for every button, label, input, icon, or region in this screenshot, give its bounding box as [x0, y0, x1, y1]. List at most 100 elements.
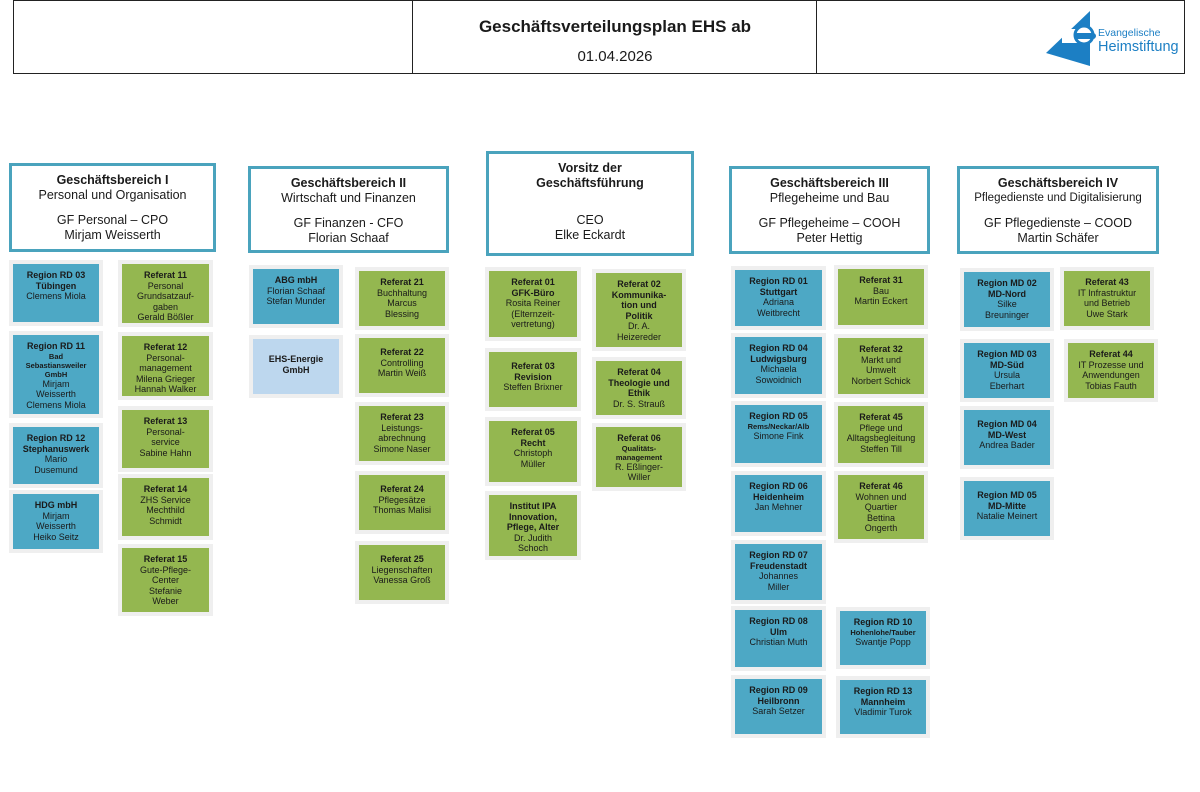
unit-desc: vertretung): [511, 319, 555, 329]
unit-person: Christoph: [513, 448, 553, 458]
header-divider: [412, 1, 414, 73]
head-gb4: Geschäftsbereich IV Pflegedienste und Di…: [957, 166, 1159, 254]
unit-title: Region MD 05: [977, 490, 1037, 500]
unit-person: Silke: [997, 299, 1017, 309]
unit-title: Referat 04: [617, 367, 661, 377]
unit-title: Region RD 10: [853, 617, 913, 627]
unit-desc: Grundsatzauf-: [136, 291, 195, 301]
unit-title: Institut IPA: [509, 501, 557, 511]
unit-referat-04: Referat 04 Theologie und Ethik Dr. S. St…: [596, 361, 682, 415]
unit-person: Dr. S. Strauß: [612, 398, 665, 409]
head-person: Peter Hettig: [796, 231, 863, 245]
head-title: Vorsitz der: [558, 161, 622, 175]
head-role: CEO: [576, 213, 604, 227]
unit-region-rd03: Region RD 03 Tübingen Clemens Miola: [13, 264, 99, 322]
unit-region-rd11: Region RD 11 Bad Sebastiansweiler GmbH M…: [13, 335, 99, 414]
unit-person: Weisserth: [36, 521, 76, 531]
unit-title: EHS-Energie: [268, 354, 324, 364]
unit-person: Stefanie: [148, 585, 183, 596]
unit-title: Ulm: [769, 626, 787, 637]
unit-person: Gerald Bößler: [137, 312, 194, 322]
head-title: Geschäftsbereich II: [290, 176, 407, 190]
unit-title: Stuttgart: [759, 286, 798, 297]
head-title: Geschäftsbereich III: [770, 176, 889, 190]
unit-person: Christian Muth: [749, 637, 808, 647]
unit-referat-44: Referat 44 IT Prozesse und Anwendungen T…: [1068, 343, 1154, 398]
unit-title: Referat 22: [380, 347, 424, 357]
header-bar: [13, 0, 1185, 74]
logo-text-line2: Heimstiftung: [1098, 39, 1179, 55]
unit-title: Heilbronn: [757, 695, 800, 706]
unit-subtitle: Hohenlohe/Tauber: [850, 627, 916, 637]
unit-region-md05: Region MD 05 MD-Mitte Natalie Meinert: [964, 481, 1050, 536]
unit-title: Innovation,: [509, 511, 557, 522]
unit-title: Politik: [625, 310, 653, 321]
unit-title: Ethik: [627, 388, 650, 398]
unit-desc: und Betrieb: [1083, 298, 1131, 308]
head-title: Geschäftsbereich I: [56, 173, 169, 187]
unit-desc: Quartier: [864, 502, 898, 512]
unit-title: Region MD 04: [977, 419, 1037, 429]
unit-region-rd07: Region RD 07 Freudenstadt Johannes Mille…: [735, 544, 822, 600]
unit-title: Referat 06: [617, 433, 661, 443]
header-divider: [816, 1, 818, 73]
unit-person: Mario: [44, 454, 68, 464]
unit-region-md04: Region MD 04 MD-West Andrea Bader: [964, 410, 1050, 465]
unit-person: Adriana: [762, 297, 795, 307]
unit-person: Vladimir Turok: [854, 707, 912, 717]
unit-referat-01: Referat 01 GFK-Büro Rosita Reiner (Elter…: [489, 271, 577, 337]
head-subtitle: Personal und Organisation: [38, 188, 187, 202]
unit-region-md03: Region MD 03 MD-Süd Ursula Eberhart: [964, 343, 1050, 398]
unit-desc: Anwendungen: [1082, 370, 1140, 380]
unit-person: Breuninger: [984, 309, 1030, 320]
unit-title: Region MD 03: [977, 349, 1037, 359]
unit-desc: Umwelt: [865, 365, 896, 375]
unit-person: Jan Mehner: [754, 502, 803, 512]
unit-region-rd08: Region RD 08 Ulm Christian Muth: [735, 610, 822, 667]
unit-person: Mechthild: [146, 505, 185, 515]
unit-referat-15: Referat 15 Gute-Pflege- Center Stefanie …: [122, 548, 209, 612]
unit-person: Norbert Schick: [851, 375, 911, 386]
unit-desc: Leistungs-: [381, 422, 423, 433]
unit-hdg-mbh: HDG mbH Mirjam Weisserth Heiko Seitz: [13, 494, 99, 549]
unit-referat-05: Referat 05 Recht Christoph Müller: [489, 421, 577, 482]
unit-person: Swantje Popp: [855, 636, 911, 647]
unit-title: Referat 02: [617, 279, 661, 289]
unit-desc: service: [151, 437, 180, 447]
unit-desc: Personal-: [146, 426, 185, 437]
unit-title: Ludwigsburg: [750, 353, 807, 364]
unit-title: MD-Mitte: [988, 500, 1026, 511]
head-person: Mirjam Weisserth: [64, 228, 161, 242]
unit-referat-11: Referat 11 Personal Grundsatzauf- gaben …: [122, 264, 209, 323]
unit-desc: Bau: [872, 285, 889, 296]
unit-region-md02: Region MD 02 MD-Nord Silke Breuninger: [964, 272, 1050, 327]
unit-subtitle: Rems/Neckar/Alb: [747, 421, 810, 431]
head-role: GF Pflegeheime – COOH: [758, 216, 901, 230]
unit-subtitle: Bad: [48, 351, 64, 361]
unit-region-rd10: Region RD 10 Hohenlohe/Tauber Swantje Po…: [840, 611, 926, 665]
unit-desc: Liegenschaften: [371, 564, 433, 575]
unit-person: Steffen Till: [860, 443, 902, 454]
unit-desc: abrechnung: [378, 433, 426, 443]
head-person: Florian Schaaf: [308, 231, 389, 245]
unit-title: Region RD 12: [26, 433, 86, 443]
unit-person: Clemens Miola: [26, 291, 86, 301]
unit-title: Region RD 07: [749, 550, 808, 560]
unit-referat-31: Referat 31 Bau Martin Eckert: [838, 269, 924, 325]
unit-title: Mannheim: [860, 696, 906, 707]
unit-person: Dr. Judith: [513, 532, 553, 543]
unit-person: Mirjam: [42, 510, 70, 521]
unit-person: Sowoidnich: [755, 374, 802, 385]
unit-person: Mirjam: [42, 378, 70, 389]
unit-desc: IT Infrastruktur: [1077, 287, 1137, 298]
head-title: Geschäftsbereich IV: [997, 176, 1119, 190]
unit-referat-03: Referat 03 Revision Steffen Brixner: [489, 352, 577, 407]
head-vorsitz: Vorsitz der Geschäftsführung CEO Elke Ec…: [486, 151, 694, 256]
unit-referat-45: Referat 45 Pflege und Alltagsbegleitung …: [838, 406, 924, 463]
head-person: Martin Schäfer: [1017, 231, 1099, 245]
head-gb1: Geschäftsbereich I Personal und Organisa…: [9, 163, 216, 252]
unit-title: Region RD 08: [749, 616, 808, 626]
unit-desc: Personal-: [146, 352, 185, 363]
unit-title: MD-Nord: [988, 288, 1026, 299]
unit-referat-02: Referat 02 Kommunika- tion und Politik D…: [596, 273, 682, 347]
